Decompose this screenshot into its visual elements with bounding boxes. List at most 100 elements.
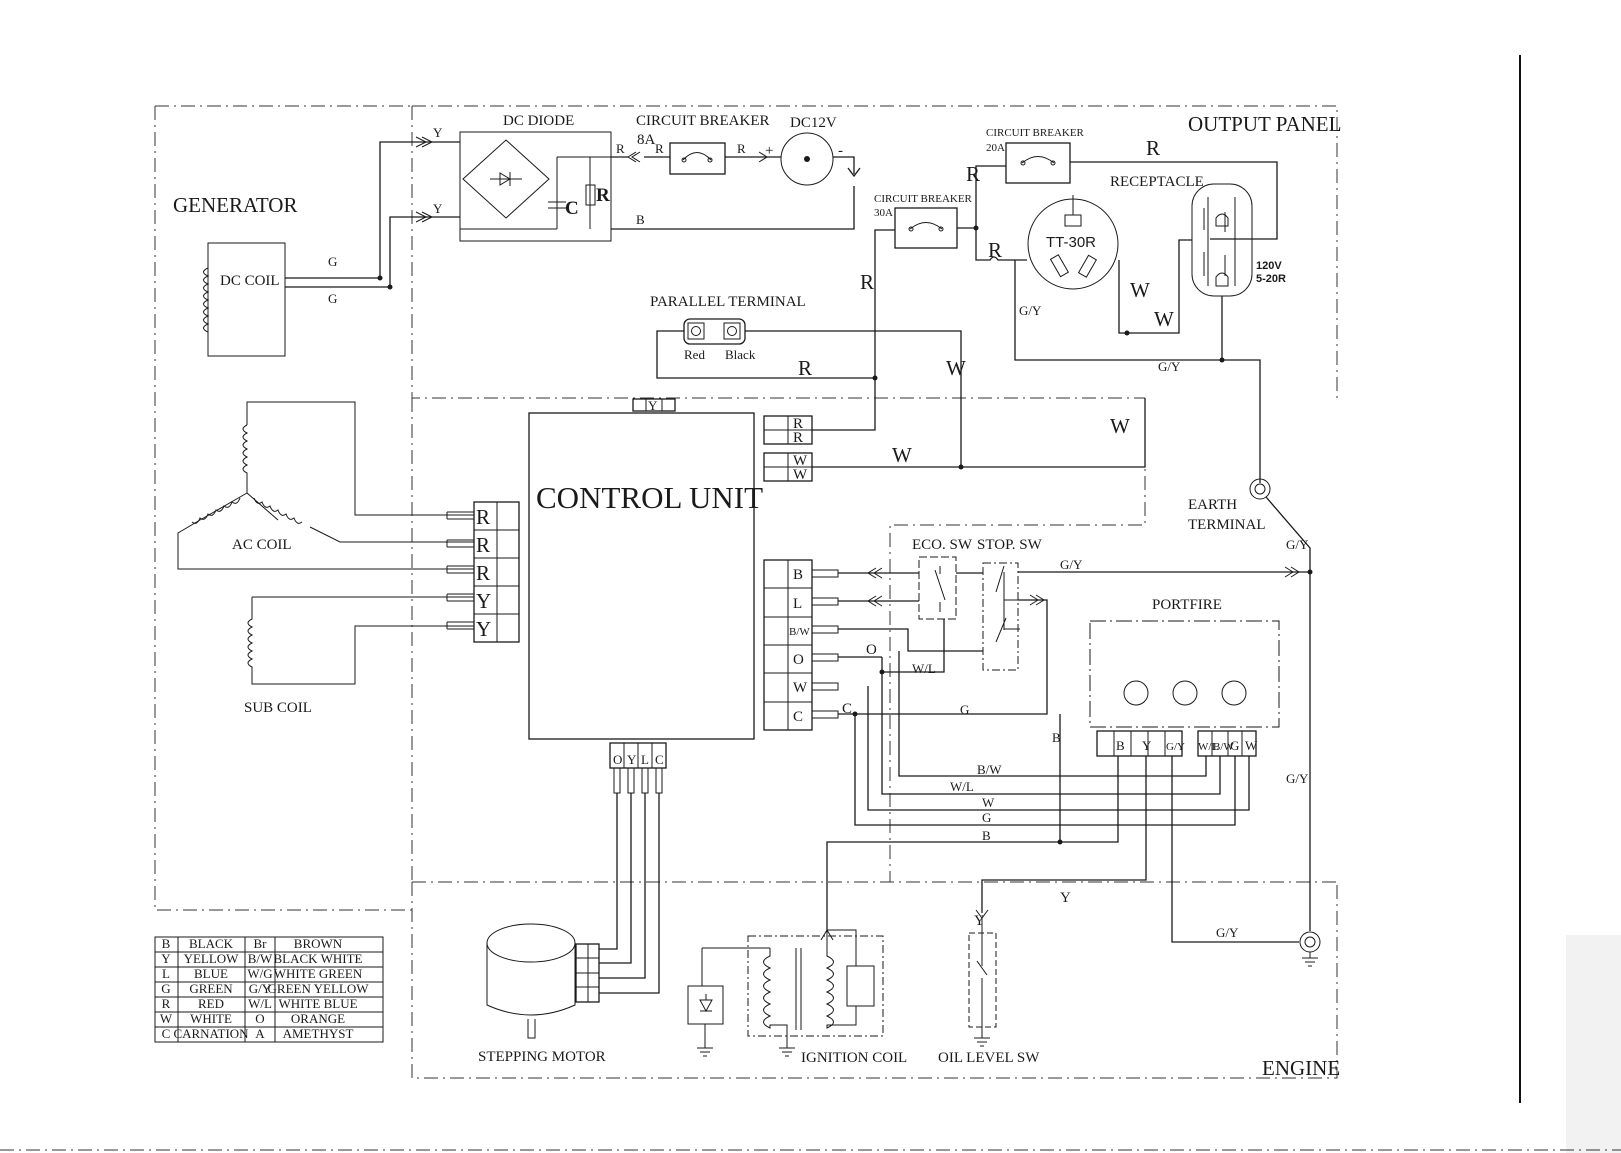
sub-coil-label: SUB COIL	[244, 700, 312, 716]
wire-label-wl: W/L	[950, 779, 974, 794]
portfire-pin: B	[1116, 738, 1125, 753]
wire-label-wl: W/L	[912, 661, 936, 676]
stop-switch-label: STOP. SW	[977, 537, 1043, 553]
circuit-breaker-30a: CIRCUIT BREAKER 30A	[874, 193, 973, 249]
battery-minus: -	[838, 143, 843, 159]
legend-cell: Br	[254, 936, 268, 951]
bottom-pin: Y	[627, 752, 637, 767]
receptacle-rating-voltage: 120V	[1256, 260, 1282, 272]
legend-cell: AMETHYST	[283, 1026, 354, 1041]
legend-cell: BLUE	[194, 966, 228, 981]
wire-label-r: R	[737, 141, 746, 156]
left-pin: Y	[476, 589, 491, 613]
resistor-label: R	[596, 185, 610, 206]
wire-label-r: R	[655, 141, 664, 156]
right-top-pin: R	[793, 416, 803, 432]
wire-label-c: C	[842, 701, 852, 717]
circuit-breaker-20a: CIRCUIT BREAKER 20A	[986, 127, 1085, 184]
right-pin: B/W	[789, 626, 810, 638]
legend-cell: CARNATION	[173, 1026, 249, 1041]
legend-cell: BLACK WHITE	[274, 951, 363, 966]
legend-cell: G/Y	[249, 981, 272, 996]
wire-label-y: Y	[974, 913, 985, 929]
wire-label-w: W	[946, 356, 966, 380]
battery-dc12v: DC12V + -	[765, 115, 843, 186]
wire-label-r: R	[616, 141, 625, 156]
wire-label-w: W	[892, 443, 912, 467]
wire-label-gy: G/Y	[1286, 537, 1309, 552]
engine-title: ENGINE	[1262, 1056, 1340, 1080]
legend-cell: YELLOW	[184, 951, 240, 966]
stepping-motor-label: STEPPING MOTOR	[478, 1049, 606, 1065]
right-top-pin: W	[793, 453, 808, 469]
wire-label-gy: G/Y	[1019, 303, 1042, 318]
circuit-breaker-8a-label: CIRCUIT BREAKER	[636, 113, 769, 129]
right-pin: L	[793, 596, 802, 612]
wire-label-g: G	[328, 291, 337, 306]
control-left-pins: R R R Y Y	[446, 501, 520, 643]
control-right-pins: B L B/W O W C	[763, 559, 839, 731]
parallel-terminal: PARALLEL TERMINAL Red Black	[650, 294, 806, 362]
wire-label-b: B	[982, 828, 991, 843]
wire-label-bw: B/W	[977, 762, 1002, 777]
legend-cell: WHITE	[190, 1011, 232, 1026]
generator-title: GENERATOR	[173, 193, 297, 217]
control-right-top-pins: R R W W	[763, 415, 813, 483]
legend-cell: W/G	[247, 966, 272, 981]
circuit-breaker-20a-label: CIRCUIT BREAKER	[986, 127, 1085, 139]
receptacle-rating-type: 5-20R	[1256, 273, 1286, 285]
circuit-breaker-30a-label: CIRCUIT BREAKER	[874, 193, 973, 205]
legend-cell: W/L	[248, 996, 272, 1011]
wire-label-gy: G/Y	[1158, 359, 1181, 374]
ignition-coil: IGNITION COIL	[687, 929, 907, 1066]
wire-label-r: R	[798, 356, 812, 380]
portfire-pin: W	[1245, 738, 1258, 753]
wire-label-gy: G/Y	[1216, 925, 1239, 940]
wire-label-r: R	[966, 162, 980, 186]
bottom-pin: O	[613, 752, 622, 767]
legend-cell: O	[255, 1011, 264, 1026]
legend-cell: BROWN	[294, 936, 343, 951]
circuit-breaker-8a-rating: 8A	[637, 132, 656, 148]
sub-coil: SUB COIL	[244, 596, 474, 716]
wire-label-gy: G/Y	[1286, 771, 1309, 786]
wire-label-b: B	[636, 212, 645, 227]
legend-cell: B/W	[248, 951, 273, 966]
bottom-pin: C	[655, 752, 664, 767]
portfire-pin: Y	[1142, 738, 1152, 753]
legend-cell: B	[162, 936, 171, 951]
wire-label-w: W	[1110, 414, 1130, 438]
control-top-pin: Y	[648, 398, 658, 413]
parallel-terminal-black: Black	[725, 347, 756, 362]
wire-label-r: R	[988, 238, 1002, 262]
wire-label-gy: G/Y	[1060, 557, 1083, 572]
wire-label-w: W	[1154, 307, 1174, 331]
legend-cell: Y	[161, 951, 171, 966]
wire-label-w: W	[982, 795, 995, 810]
eco-switch: ECO. SW	[912, 537, 973, 620]
legend-cell: WHITE BLUE	[278, 996, 357, 1011]
legend-cell: GREEN	[189, 981, 233, 996]
section-frames	[0, 55, 1621, 1153]
portfire-pin: W/L	[1198, 741, 1218, 753]
earth-terminal-label: TERMINAL	[1188, 517, 1266, 533]
portfire-label: PORTFIRE	[1152, 597, 1222, 613]
engine-earth	[1299, 931, 1321, 967]
wire-label-o: O	[866, 642, 877, 658]
wire-label-y: Y	[1060, 890, 1071, 906]
tt30r-receptacle: TT-30R	[1027, 195, 1119, 290]
right-pin: O	[793, 652, 804, 668]
parallel-terminal-label: PARALLEL TERMINAL	[650, 294, 806, 310]
circuit-breaker-8a: CIRCUIT BREAKER 8A	[636, 113, 769, 175]
dc-coil-label: DC COIL	[220, 273, 280, 289]
dc-diode: DC DIODE C R	[459, 113, 612, 242]
battery-plus: +	[765, 143, 773, 159]
legend-cell: R	[162, 996, 171, 1011]
tt30r-label: TT-30R	[1046, 234, 1096, 251]
right-pin: W	[793, 680, 808, 696]
legend-cell: W	[160, 1011, 173, 1026]
earth-terminal: EARTH TERMINAL G/Y G/Y	[1188, 478, 1313, 931]
legend-cell: BLACK	[189, 936, 234, 951]
stepping-motor: O Y L C STEPPING MOTOR	[478, 742, 667, 1065]
